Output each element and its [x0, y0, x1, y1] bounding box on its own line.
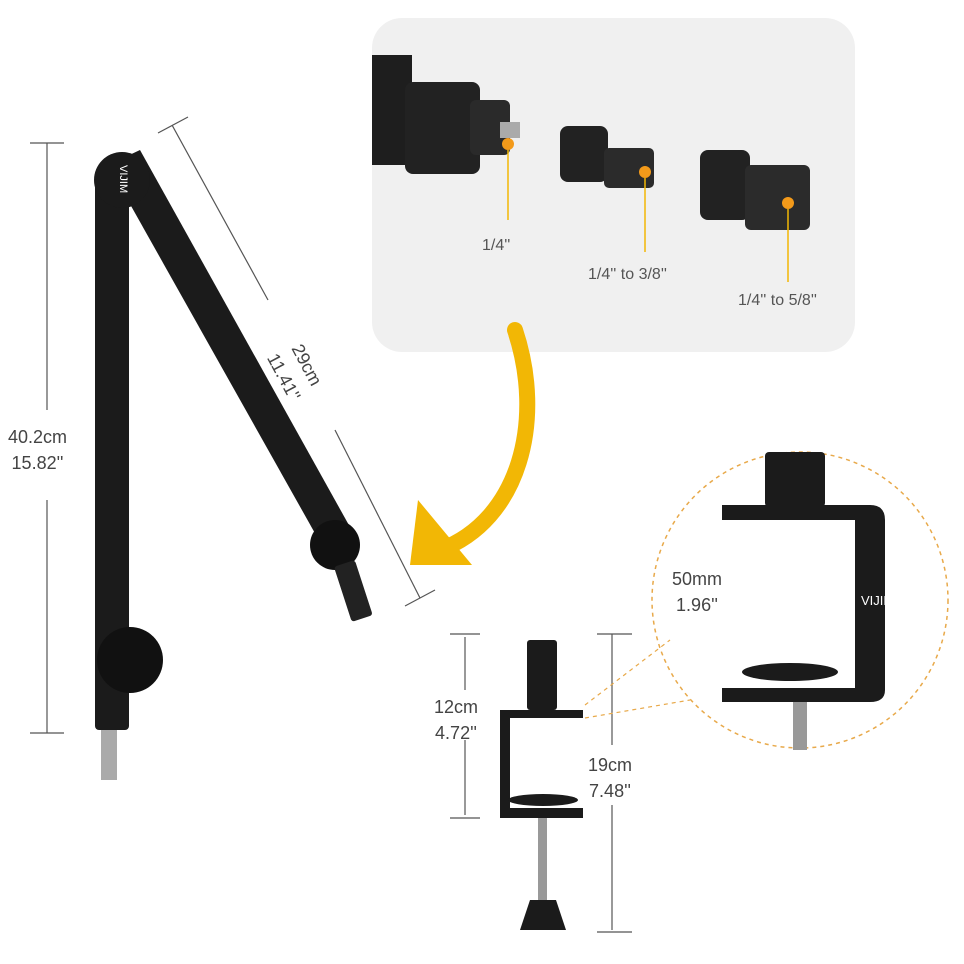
arm-logo: VIJIM — [117, 165, 129, 193]
clamp-opening-mm: 50mm — [672, 569, 723, 589]
adapter-label-3: 1/4'' to 5/8'' — [738, 292, 817, 309]
arrow-head — [410, 500, 472, 565]
clamp-height-cm: 19cm — [588, 755, 633, 775]
adapter-label-2: 1/4'' to 3/8'' — [588, 266, 667, 283]
clamp-width-cm: 12cm — [434, 697, 479, 717]
arm-height-cm: 40.2cm — [8, 427, 68, 447]
zoomed-clamp — [722, 452, 885, 750]
arm-height-label: 40.2cm 15.82'' — [8, 424, 67, 476]
clamp-height-in: 7.48'' — [589, 781, 631, 801]
clamp-logo: VIJIM — [861, 593, 894, 608]
dimension-lines — [30, 116, 632, 933]
arm-height-in: 15.82'' — [11, 453, 64, 473]
adapter-label-1: 1/4'' — [482, 237, 511, 254]
desk-clamp — [500, 640, 583, 930]
clamp-width-label: 12cm 4.72'' — [434, 694, 478, 746]
adapter-3-8 — [560, 126, 654, 252]
curved-arrow — [432, 322, 536, 558]
clamp-opening-in: 1.96'' — [676, 595, 718, 615]
boom-arm — [94, 150, 372, 780]
clamp-width-in: 4.72'' — [435, 723, 477, 743]
clamp-opening-label: 50mm 1.96'' — [672, 566, 722, 618]
adapter-5-8 — [700, 150, 810, 282]
arm-end-adapter — [372, 55, 520, 220]
clamp-height-label: 19cm 7.48'' — [588, 752, 632, 804]
